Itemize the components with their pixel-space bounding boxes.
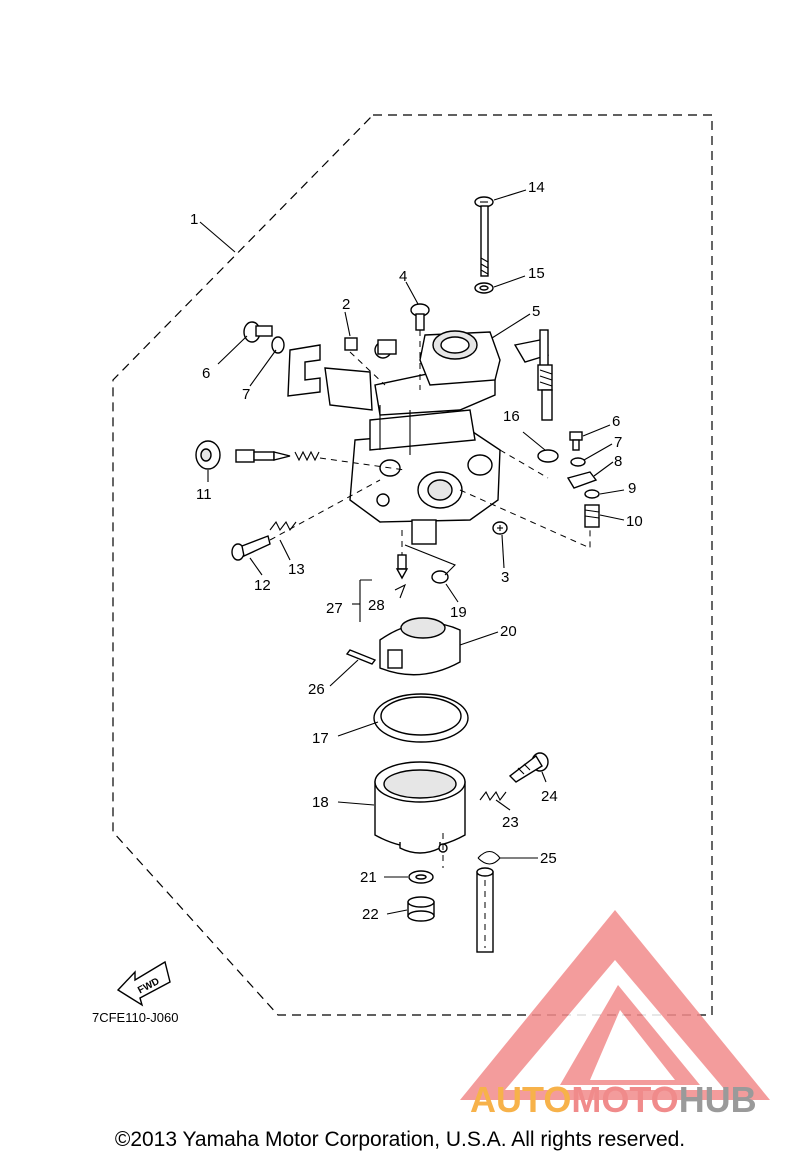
part-27-nozzle (395, 530, 409, 580)
callout-12: 12 (254, 577, 271, 594)
part-12-screw (231, 479, 381, 561)
part-10-jet (584, 504, 600, 528)
callout-14: 14 (528, 179, 545, 196)
callout-23: 23 (502, 814, 519, 831)
part-18-float-bowl (374, 761, 466, 854)
part-22-drain-bolt (407, 896, 435, 922)
callout-3: 3 (501, 569, 509, 586)
callout-22: 22 (362, 906, 379, 923)
fwd-arrow-icon: FWD (116, 960, 171, 1007)
callout-18: 18 (312, 794, 329, 811)
callout-26: 26 (308, 681, 325, 698)
part-14-long-bolt (474, 196, 494, 277)
part-4-screw (410, 303, 430, 390)
callout-7-right: 7 (614, 434, 622, 451)
callout-6-right: 6 (612, 413, 620, 430)
callout-19: 19 (450, 604, 467, 621)
part-28-clip (394, 583, 407, 599)
part-24-screw (508, 752, 549, 783)
leader-lines (199, 189, 625, 915)
callout-1: 1 (190, 211, 198, 228)
part-8-plate (566, 471, 598, 489)
callout-17: 17 (312, 730, 329, 747)
callout-20: 20 (500, 623, 517, 640)
part-9-o-ring (584, 489, 600, 499)
assembly-boundary (112, 114, 713, 1016)
carburetor-body (349, 330, 501, 545)
part-6-screw-left (243, 321, 273, 343)
callout-24: 24 (541, 788, 558, 805)
part-3-screw (492, 521, 508, 535)
callout-5: 5 (532, 303, 540, 320)
callout-25: 25 (540, 850, 557, 867)
watermark-text: AUTOMOTOHUB (470, 1079, 757, 1120)
callout-9: 9 (628, 480, 636, 497)
choke-bracket (287, 339, 397, 411)
part-25-clip (477, 850, 501, 865)
part-16-washer (537, 449, 559, 463)
pilot-screw (235, 449, 406, 471)
part-11-cap (195, 440, 221, 470)
throttle-needle (513, 329, 553, 421)
watermark-logo-icon (460, 910, 770, 1100)
callout-6-left: 6 (202, 365, 210, 382)
part-2-screw (344, 337, 386, 386)
callout-11: 11 (196, 486, 212, 503)
callout-10: 10 (626, 513, 643, 530)
callout-13: 13 (288, 561, 305, 578)
part-7-washer-right (570, 457, 586, 467)
part-26-pin (345, 649, 377, 665)
callout-7-left: 7 (242, 386, 250, 403)
drain-tube (476, 867, 494, 953)
callout-27: 27 (326, 600, 343, 617)
callout-28: 28 (368, 597, 385, 614)
callout-4: 4 (399, 268, 407, 285)
callout-15: 15 (528, 265, 545, 282)
part-23-spring (479, 790, 507, 802)
part-13-spring (269, 520, 297, 532)
part-19-plug (431, 570, 449, 584)
part-7-washer-left (271, 336, 285, 354)
callout-2: 2 (342, 296, 350, 313)
callout-21: 21 (360, 869, 377, 886)
callout-16: 16 (503, 408, 520, 425)
copyright-notice: ©2013 Yamaha Motor Corporation, U.S.A. A… (114, 1128, 686, 1151)
diagram-code: 7CFE110-J060 (92, 1010, 178, 1025)
callout-labels: 1 2 3 4 5 6 6 7 7 8 9 10 11 12 13 14 15 … (190, 179, 643, 923)
part-17-gasket (373, 693, 469, 743)
part-6-screw-right (569, 431, 583, 451)
callout-8: 8 (614, 453, 622, 470)
part-20-float (379, 617, 461, 676)
